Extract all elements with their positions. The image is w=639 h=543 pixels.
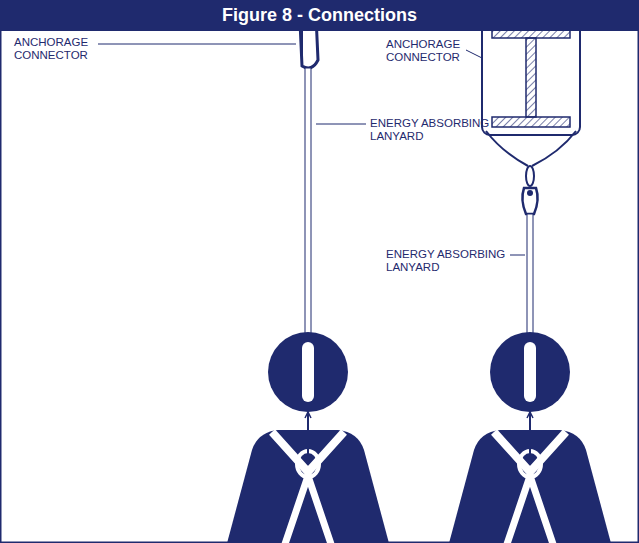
left-figure (98, 15, 390, 543)
figure-title: Figure 8 - Connections (0, 0, 639, 31)
part-label: ENERGY ABSORBING LANYARD (370, 117, 500, 143)
part-label: ENERGY ABSORBING LANYARD (386, 248, 516, 274)
part-label: ANCHORAGE CONNECTOR (14, 36, 98, 62)
right-figure (448, 20, 612, 543)
part-label: ANCHORAGE CONNECTOR (386, 38, 470, 64)
